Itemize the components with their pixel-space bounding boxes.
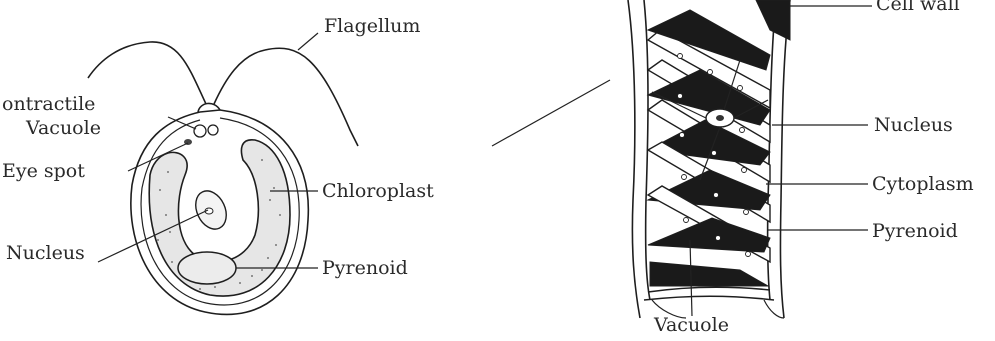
label-cell-wall: Cell wall [876, 0, 960, 15]
contractile-vacuole-shape [194, 125, 206, 137]
label-contractile-vacuole-2: Vacuole [25, 117, 101, 139]
label-pyrenoid-right: Pyrenoid [872, 220, 958, 242]
flagellum-left [88, 42, 206, 104]
label-flagellum: Flagellum [324, 15, 420, 37]
chlamydomonas-cell: Flagellum ontractile Vacuole Eye spot Ch… [2, 15, 434, 314]
cell-wall-left-outer [628, 0, 640, 318]
label-chloroplast: Chloroplast [322, 180, 434, 202]
cross-wall [648, 287, 770, 292]
contractile-vacuole-shape-2 [208, 125, 218, 135]
wall-below-right [764, 300, 784, 318]
pyrenoid-shape [178, 252, 236, 284]
leader-flagellum [298, 33, 318, 50]
label-contractile-vacuole-1: ontractile [2, 93, 95, 115]
label-cytoplasm: Cytoplasm [872, 173, 974, 195]
label-eye-spot: Eye spot [2, 160, 85, 182]
label-nucleus: Nucleus [6, 242, 85, 264]
flagellum-right [214, 48, 358, 146]
cell-wall-right-outer [780, 0, 790, 318]
spirogyra-cell: Cell wall Nucleus Cytoplasm Pyrenoid Vac… [492, 0, 974, 336]
stray-pointer-line [492, 80, 610, 146]
label-pyrenoid: Pyrenoid [322, 257, 408, 279]
label-nucleus-right: Nucleus [874, 114, 953, 136]
cross-wall-2 [644, 296, 774, 300]
label-vacuole: Vacuole [653, 314, 729, 336]
